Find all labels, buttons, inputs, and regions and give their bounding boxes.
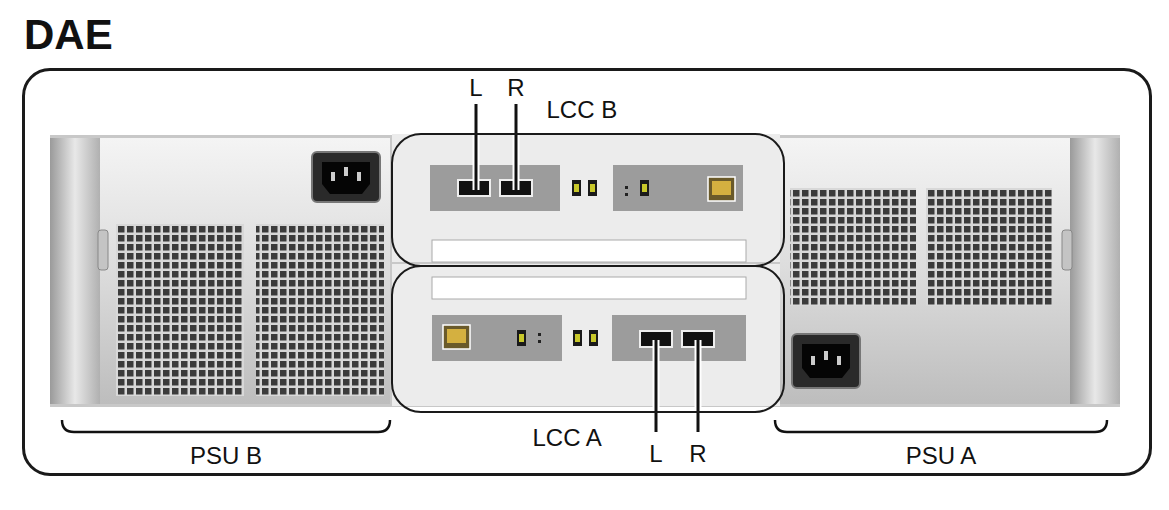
lcc-outline: LCC A <box>391 265 785 413</box>
chassis <box>50 135 1120 407</box>
bracket <box>775 420 1107 432</box>
port-panel <box>612 315 746 361</box>
port-label: R <box>507 76 524 100</box>
module-name: LCC B <box>547 98 618 122</box>
ethernet-port <box>443 325 470 349</box>
bracket <box>62 420 390 432</box>
lcc-outline: LCC B <box>391 133 785 267</box>
psu-a-body <box>780 138 1120 404</box>
ethernet-port <box>708 177 735 201</box>
psu-handle <box>1070 138 1120 404</box>
enclosure-outline: DAELCC BLCC A <box>22 68 1152 476</box>
port-panel <box>432 315 562 361</box>
lcc-latch <box>432 240 746 262</box>
port-panel <box>430 165 560 211</box>
lcc-b-body <box>392 134 780 262</box>
port-label: R <box>689 442 706 466</box>
part-label: PSU A <box>906 444 977 468</box>
module-name: LCC A <box>533 426 602 450</box>
power-inlet <box>792 334 860 388</box>
port-panel <box>613 165 743 211</box>
vent-grid <box>790 188 916 306</box>
power-inlet <box>312 152 380 202</box>
lcc-a-body <box>392 264 780 406</box>
psu-b-body <box>50 138 390 404</box>
vent-grid <box>256 224 384 396</box>
leader-line <box>476 104 698 432</box>
lcc-latch <box>432 277 746 299</box>
vent-grid <box>116 224 244 396</box>
vent-grid <box>926 188 1052 306</box>
part-label: PSU B <box>190 444 262 468</box>
port-label: L <box>469 76 482 100</box>
psu-handle <box>50 138 100 404</box>
diagram-heading: DAE <box>24 14 113 56</box>
port-label: L <box>649 442 662 466</box>
